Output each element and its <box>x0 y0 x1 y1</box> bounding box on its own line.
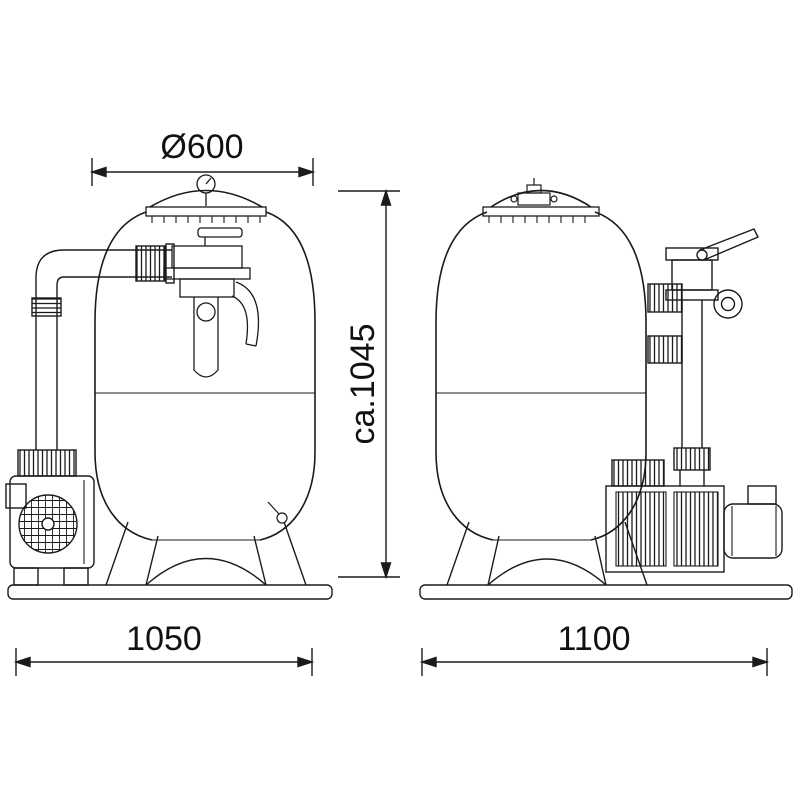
terminal-box <box>747 485 777 505</box>
arrowhead-down-icon <box>380 562 392 580</box>
arrowhead-left-icon <box>13 656 31 668</box>
motor-body <box>9 475 95 569</box>
terminal-box <box>5 483 27 509</box>
arrowhead-left-icon <box>419 656 437 668</box>
strainer-lid <box>611 459 665 487</box>
diameter-label: Ø600 <box>160 128 243 166</box>
arrowhead-right-icon <box>297 656 315 668</box>
right-view <box>419 178 793 600</box>
valve-port-flange <box>713 289 743 319</box>
pipe-union <box>135 245 166 282</box>
pump-foot <box>63 567 89 586</box>
dimension-width-left: 1050 <box>13 620 315 676</box>
height-label: ca.1045 <box>344 324 382 445</box>
motor-body <box>723 503 783 559</box>
base-plate-right <box>419 584 793 600</box>
width-left-label: 1050 <box>126 620 202 658</box>
sight-glass <box>193 297 219 378</box>
drain-valve <box>267 501 288 524</box>
air-bleed-fitting <box>510 178 558 206</box>
arrowhead-right-icon <box>298 166 316 178</box>
pump-inlet-coupling <box>17 449 77 477</box>
lid-bolts <box>488 216 586 223</box>
lid-bolts <box>151 216 261 223</box>
arrowhead-up-icon <box>380 188 392 206</box>
arrowhead-left-icon <box>89 166 107 178</box>
left-view <box>5 174 333 600</box>
side-valve-piping <box>647 228 759 486</box>
tank-base-right <box>419 521 793 600</box>
filter-tank-left <box>94 174 316 541</box>
tank-union-upper <box>647 283 683 313</box>
valve-handle <box>197 227 243 238</box>
pressure-gauge-icon <box>196 174 216 206</box>
width-right-label: 1100 <box>557 620 630 658</box>
tank-union-lower <box>647 335 683 364</box>
pipe-coupling <box>31 297 62 317</box>
pump-foot <box>13 567 39 586</box>
pump-right <box>605 459 783 573</box>
pipe-coupling <box>673 447 711 471</box>
outlet-elbow <box>231 281 260 347</box>
dimension-height: ca.1045 <box>338 188 400 580</box>
dimension-width-right: 1100 <box>419 620 770 676</box>
dimension-diameter: Ø600 <box>89 128 316 186</box>
valve-handle <box>699 228 759 261</box>
arrowhead-right-icon <box>752 656 770 668</box>
suction-pipe-left <box>31 243 175 450</box>
pump-left <box>5 449 95 586</box>
base-plate-left <box>7 584 333 600</box>
fan-cover-icon <box>18 494 78 554</box>
multiport-valve-left <box>163 227 260 378</box>
tank-base-left <box>7 521 333 600</box>
